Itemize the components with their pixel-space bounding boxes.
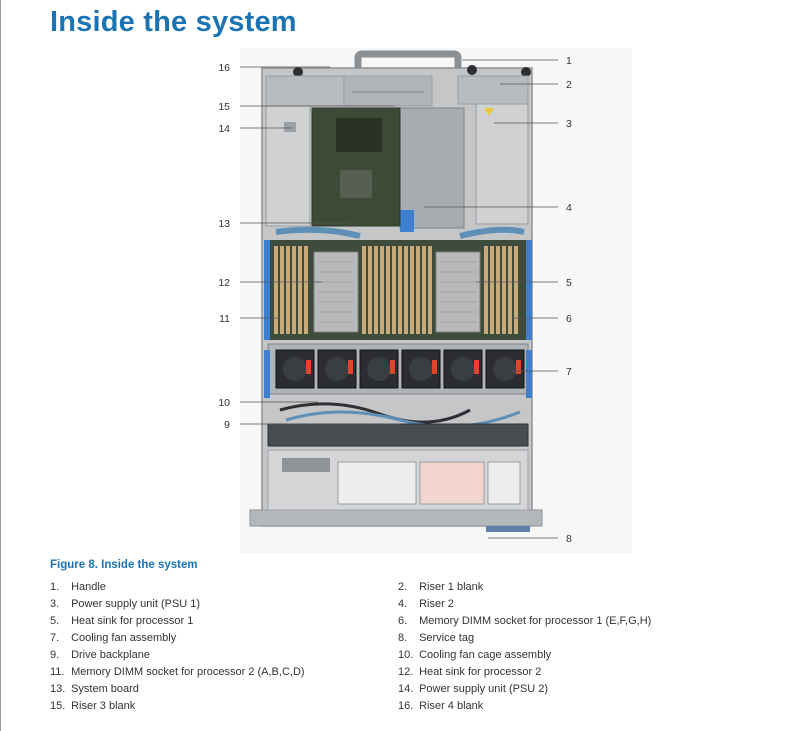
callout-number: 16 <box>218 62 230 74</box>
handle <box>354 50 462 70</box>
dimm <box>490 246 494 334</box>
dimm <box>416 246 420 334</box>
legend-item: 10. Cooling fan cage assembly <box>398 649 552 661</box>
parts-legend: 1. Handle 2. Riser 1 blank 3. Power supp… <box>50 581 750 717</box>
drive-backplane <box>267 423 529 447</box>
legend-row: 11. Memory DIMM socket for processor 2 (… <box>50 666 750 683</box>
legend-item: 4. Riser 2 <box>398 598 454 610</box>
legend-row: 15. Riser 3 blank 16. Riser 4 blank <box>50 700 750 717</box>
callout-number: 1 <box>566 55 572 67</box>
riser-2 <box>399 107 465 229</box>
fan-release-tab <box>306 360 311 374</box>
dimm <box>502 246 506 334</box>
legend-row: 13. System board 14. Power supply unit (… <box>50 683 750 700</box>
dimm <box>304 246 308 334</box>
dimm <box>292 246 296 334</box>
legend-item: 12. Heat sink for processor 2 <box>398 666 542 678</box>
dimm <box>410 246 414 334</box>
legend-item: 13. System board <box>50 683 139 695</box>
callout-number: 9 <box>224 419 230 431</box>
fan-release-tab <box>516 360 521 374</box>
dimm <box>286 246 290 334</box>
page-title: Inside the system <box>50 6 297 38</box>
dimm <box>392 246 396 334</box>
cable <box>275 226 361 239</box>
psu-1 <box>475 103 529 225</box>
dimm <box>374 246 378 334</box>
legend-item: 15. Riser 3 blank <box>50 700 136 712</box>
dimm <box>386 246 390 334</box>
legend-item: 9. Drive backplane <box>50 649 150 661</box>
riser-latch <box>400 210 414 232</box>
dimm <box>514 246 518 334</box>
legend-item: 1. Handle <box>50 581 106 593</box>
dimm-sockets <box>274 246 518 334</box>
dimm <box>380 246 384 334</box>
legend-row: 9. Drive backplane 10. Cooling fan cage … <box>50 649 750 666</box>
thumb-screw <box>467 65 477 75</box>
dimm <box>422 246 426 334</box>
dimm <box>398 246 402 334</box>
callout-number: 7 <box>566 366 572 378</box>
riser-3-blank <box>343 75 433 107</box>
legend-item: 3. Power supply unit (PSU 1) <box>50 598 201 610</box>
dimm <box>484 246 488 334</box>
psu-2 <box>265 105 311 227</box>
legend-item: 16. Riser 4 blank <box>398 700 484 712</box>
callout-number: 10 <box>218 397 230 409</box>
thumb-screw <box>293 67 303 77</box>
legend-item: 11. Memory DIMM socket for processor 2 (… <box>50 666 305 678</box>
callout-number: 8 <box>566 533 572 545</box>
riser-4-blank <box>265 75 345 107</box>
callout-number: 2 <box>566 79 572 91</box>
legend-row: 5. Heat sink for processor 1 6. Memory D… <box>50 615 750 632</box>
side-latch <box>264 240 270 340</box>
legend-item: 14. Power supply unit (PSU 2) <box>398 683 549 695</box>
legend-item: 8. Service tag <box>398 632 475 644</box>
legend-item: 7. Cooling fan assembly <box>50 632 177 644</box>
riser-1-blank <box>457 75 529 105</box>
legend-row: 7. Cooling fan assembly 8. Service tag <box>50 632 750 649</box>
callout-number: 11 <box>219 313 230 325</box>
callout-number: 12 <box>218 277 230 289</box>
fan-release-tab <box>348 360 353 374</box>
side-latch <box>526 240 532 340</box>
warning-label <box>484 108 494 116</box>
figure-caption: Figure 8. Inside the system <box>50 559 198 571</box>
system-board-top <box>311 107 401 227</box>
callout-number: 3 <box>566 118 572 130</box>
fan-release-tab <box>474 360 479 374</box>
callout-number: 6 <box>566 313 572 325</box>
dimm <box>274 246 278 334</box>
dimm <box>298 246 302 334</box>
legend-item: 6. Memory DIMM socket for processor 1 (E… <box>398 615 652 627</box>
cable <box>459 226 525 239</box>
dimm <box>280 246 284 334</box>
callout-number: 15 <box>218 101 230 113</box>
dimm <box>428 246 432 334</box>
page-left-rule <box>0 0 1 731</box>
legend-row: 1. Handle 2. Riser 1 blank <box>50 581 750 598</box>
callout-number: 13 <box>218 218 230 230</box>
legend-item: 2. Riser 1 blank <box>398 581 484 593</box>
dimm <box>362 246 366 334</box>
chassis-front-flange <box>249 509 543 527</box>
legend-item: 5. Heat sink for processor 1 <box>50 615 194 627</box>
thumb-screw <box>521 67 531 77</box>
service-tag <box>486 526 530 532</box>
dimm <box>508 246 512 334</box>
legend-row: 3. Power supply unit (PSU 1) 4. Riser 2 <box>50 598 750 615</box>
callout-number: 4 <box>566 202 572 214</box>
dimm <box>404 246 408 334</box>
fan-release-tab <box>432 360 437 374</box>
dimm <box>368 246 372 334</box>
dimm <box>496 246 500 334</box>
fan-release-tab <box>390 360 395 374</box>
callout-number: 5 <box>566 277 572 289</box>
cooling-fans <box>275 349 525 389</box>
callout-number: 14 <box>218 123 230 135</box>
